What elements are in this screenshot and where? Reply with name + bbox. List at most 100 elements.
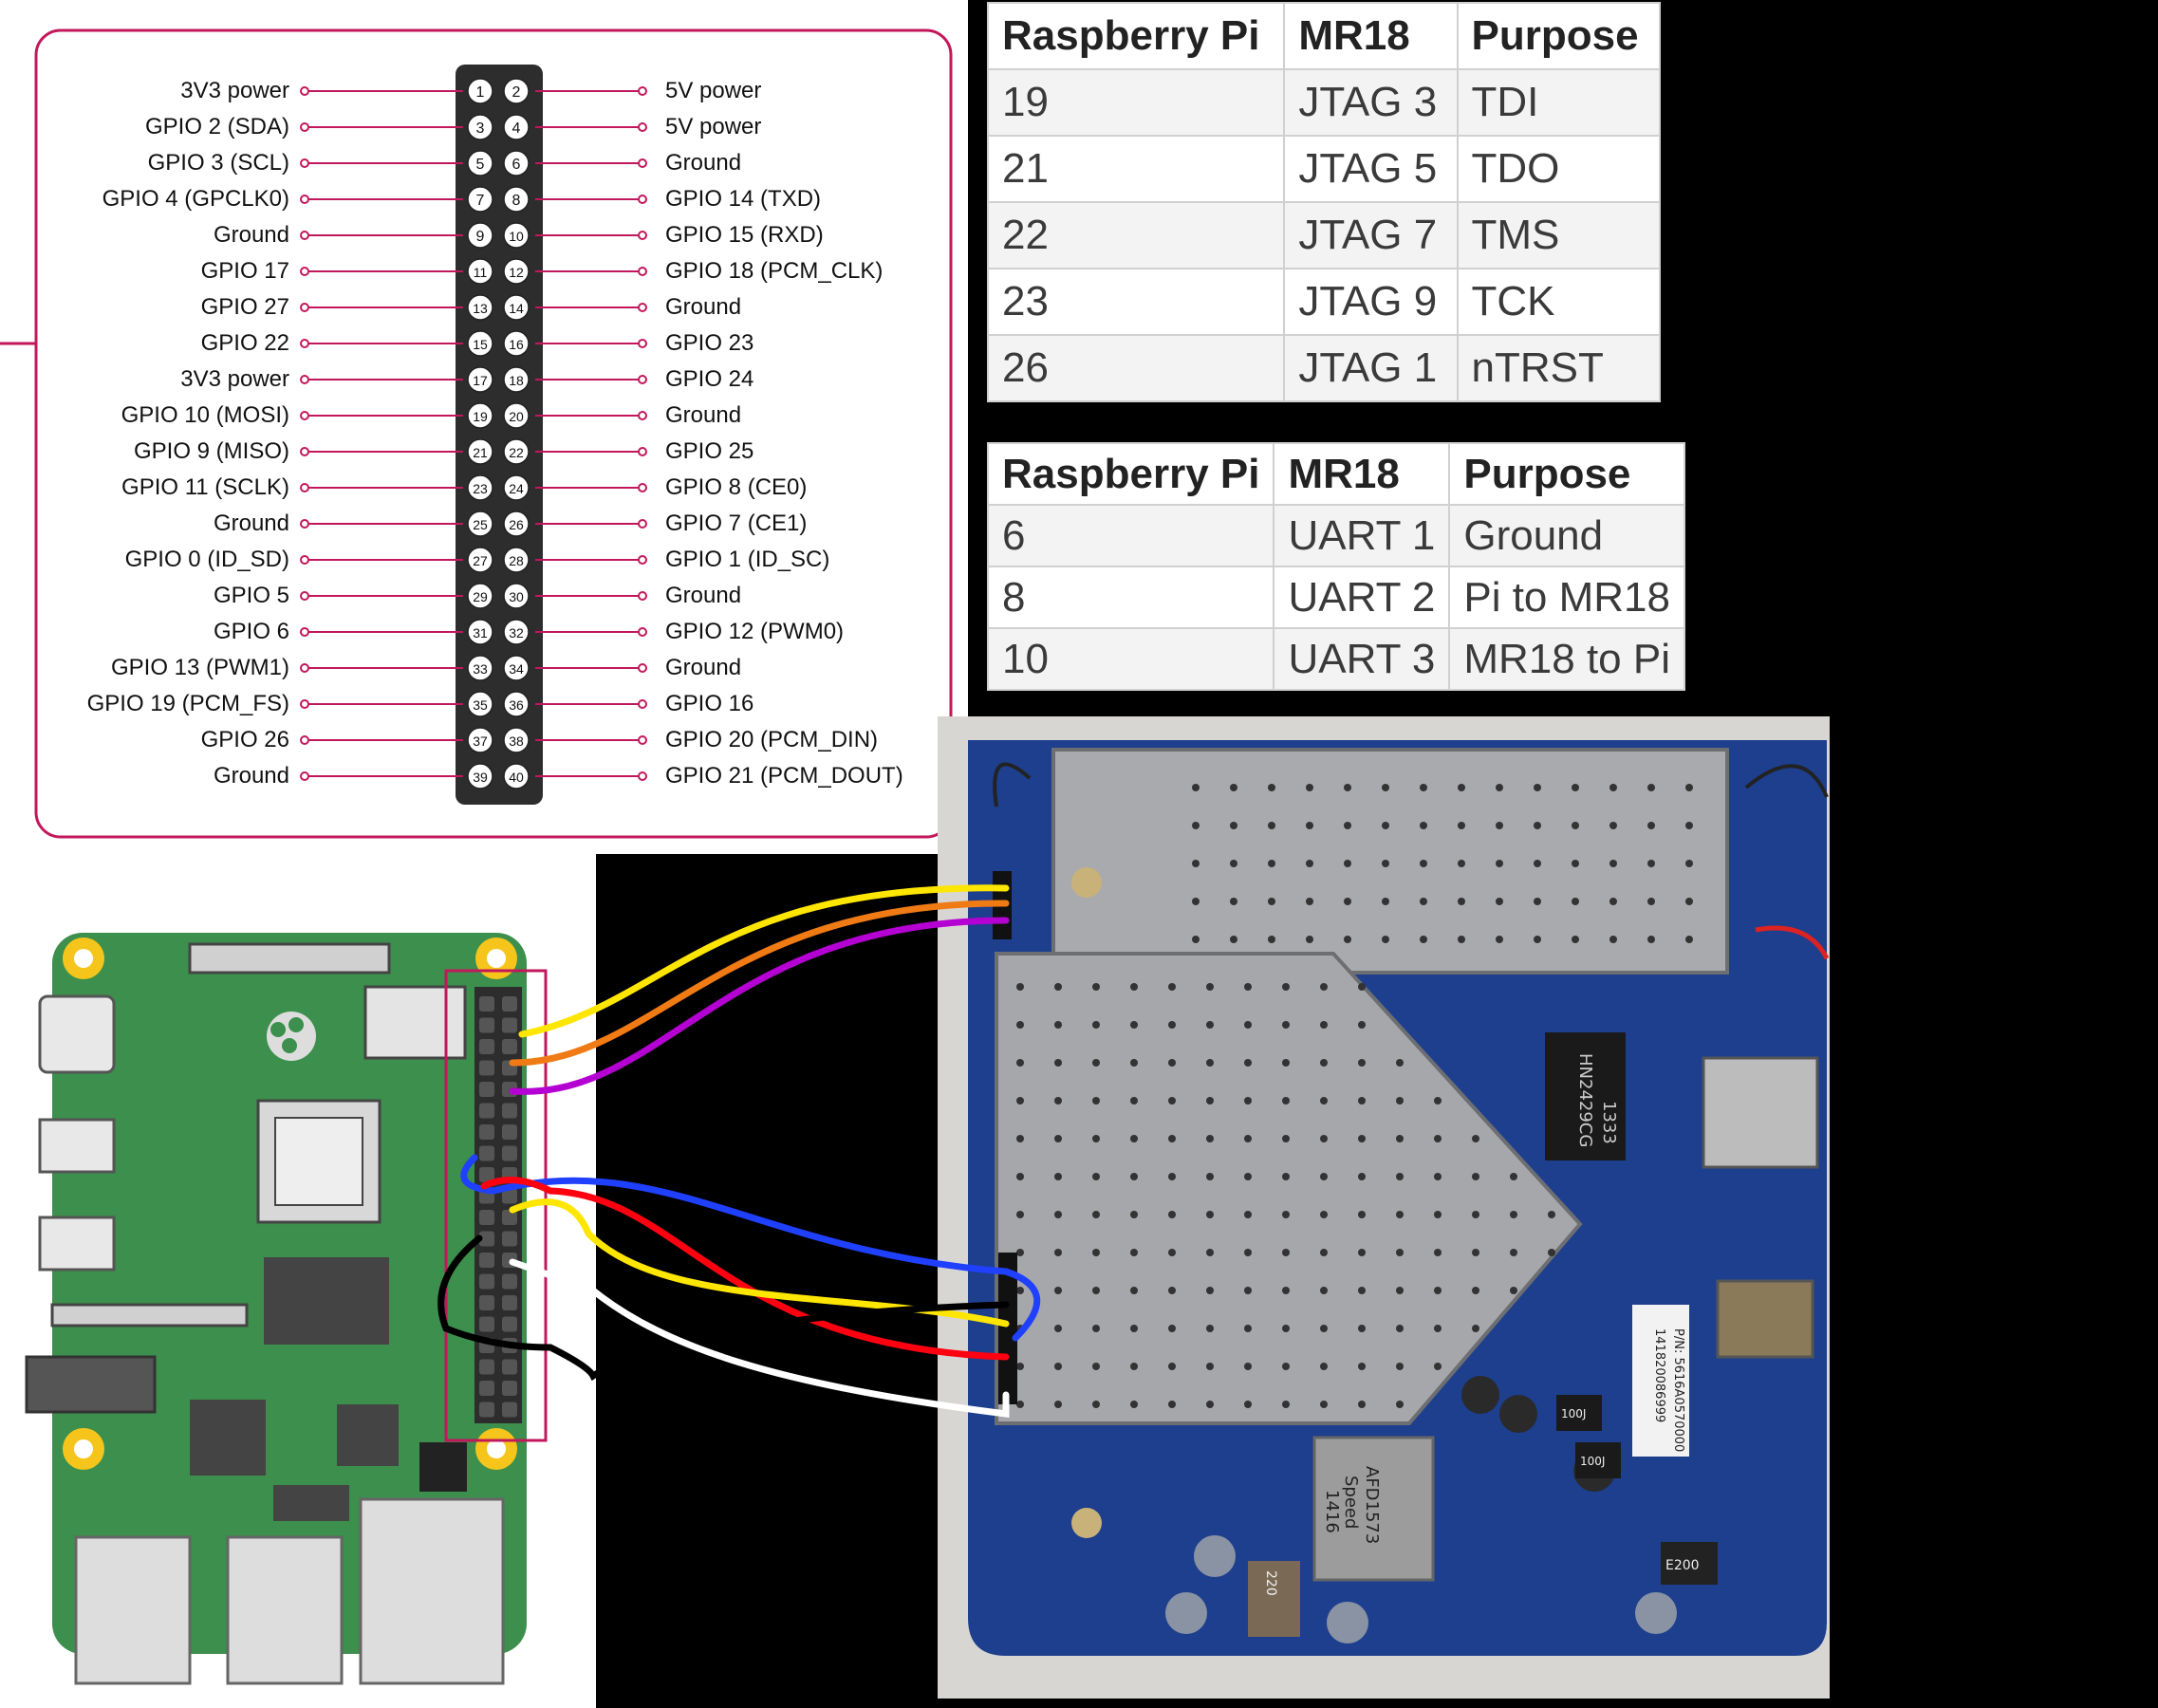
shield-hole xyxy=(1548,1211,1555,1218)
shield-hole xyxy=(1282,1325,1290,1332)
shield-hole xyxy=(1168,1287,1176,1294)
pin-dot xyxy=(638,627,647,637)
power-jack xyxy=(1716,1279,1814,1359)
table-cell: 6 xyxy=(986,504,1275,567)
wire-yellow-jtag xyxy=(509,1198,1010,1327)
pin-label-right: GPIO 14 (TXD) xyxy=(665,186,822,212)
shield-hole xyxy=(1192,936,1200,943)
header-pin xyxy=(479,1210,494,1225)
shield-hole xyxy=(1647,860,1655,867)
shield-hole xyxy=(1244,1401,1252,1408)
usb-port-2 xyxy=(226,1535,344,1685)
shield-hole xyxy=(1472,1173,1479,1180)
shield-hole xyxy=(1168,1173,1176,1180)
shield-hole xyxy=(1434,1249,1442,1256)
pin-circle xyxy=(467,619,493,645)
pin-number-left: 29 xyxy=(473,589,488,604)
table-cell: 26 xyxy=(986,334,1286,402)
shield-hole xyxy=(1396,1287,1404,1294)
wire-yellow-uart xyxy=(518,884,1010,1038)
shield-hole xyxy=(1206,983,1214,991)
shield-hole xyxy=(1130,1135,1138,1142)
column-header: Raspberry Pi xyxy=(986,2,1286,70)
mount-hole-icon xyxy=(74,1439,93,1458)
shield-hole xyxy=(1092,1211,1100,1218)
shield-hole xyxy=(1282,1097,1290,1105)
pin-dot xyxy=(300,411,309,420)
pin-circle xyxy=(467,78,493,104)
header-pin xyxy=(502,1359,517,1375)
pin-label-right: GPIO 12 (PWM0) xyxy=(665,619,845,644)
table-cell: UART 3 xyxy=(1273,627,1451,691)
column-header: Purpose xyxy=(1448,442,1685,506)
table-cell: 19 xyxy=(986,68,1286,137)
pin-circle xyxy=(467,691,493,717)
pin-label-right: GPIO 1 (ID_SC) xyxy=(665,547,830,572)
shield-hole xyxy=(1420,898,1427,905)
table-header-row: Raspberry Pi MR18 Purpose xyxy=(986,2,1662,70)
wire-purple-uart xyxy=(509,917,1010,1095)
pin-circle xyxy=(503,78,530,104)
header-pin xyxy=(502,1210,517,1225)
pin-dot xyxy=(300,519,309,529)
pin-number-right: 38 xyxy=(509,733,524,749)
pin-number-left: 15 xyxy=(473,337,488,352)
shield-hole xyxy=(1320,1401,1328,1408)
pin-dot xyxy=(300,303,309,312)
shield-hole xyxy=(1168,1401,1176,1408)
shield-hole xyxy=(1168,1249,1176,1256)
inductor-small xyxy=(1248,1561,1300,1637)
table-cell: 23 xyxy=(986,268,1286,336)
shield-hole xyxy=(1382,898,1389,905)
pin-circle xyxy=(467,402,493,429)
shield-hole xyxy=(1054,1059,1062,1067)
header-pin xyxy=(502,1145,517,1161)
shield-hole xyxy=(1282,1135,1290,1142)
chip-label-2: 1333 xyxy=(1599,1101,1619,1144)
shield-hole xyxy=(1016,1097,1024,1105)
pin-dot xyxy=(638,303,647,312)
shield-hole xyxy=(1016,1211,1024,1218)
pin-dot xyxy=(638,267,647,276)
audio-jack xyxy=(25,1355,157,1414)
shield-hole xyxy=(1092,1059,1100,1067)
column-header: MR18 xyxy=(1283,2,1459,70)
pin-label-left: GPIO 0 (ID_SD) xyxy=(124,547,289,572)
shield-hole xyxy=(1534,898,1541,905)
transformer-chip xyxy=(1545,1032,1626,1160)
column-header: Purpose xyxy=(1456,2,1662,70)
shield-hole xyxy=(1358,1325,1366,1332)
table-cell: JTAG 9 xyxy=(1283,268,1459,336)
shield-hole xyxy=(1206,1401,1214,1408)
pin-dot xyxy=(638,519,647,529)
shield-hole xyxy=(1320,1173,1328,1180)
wire-black-jtag xyxy=(437,1235,1010,1382)
shield-hole xyxy=(1434,1097,1442,1105)
shield-hole xyxy=(1206,1135,1214,1142)
shield-hole xyxy=(1320,1059,1328,1067)
ram-chip xyxy=(264,1257,389,1345)
shield-hole xyxy=(1016,1287,1024,1294)
pin-circle xyxy=(467,150,493,176)
shield-hole xyxy=(1230,822,1237,829)
pin-label-left: GPIO 6 xyxy=(213,619,289,644)
pin-number-right: 36 xyxy=(509,697,524,713)
shield-hole xyxy=(1130,1059,1138,1067)
smd-part xyxy=(1556,1395,1602,1431)
table-cell: UART 2 xyxy=(1273,566,1451,629)
mr18-board-photo: HN2429CG 1333 141820086999 P/N: 5616A057… xyxy=(938,716,1830,1699)
shield-hole xyxy=(1092,1135,1100,1142)
shield-hole xyxy=(1382,860,1389,867)
pin-number-left: 21 xyxy=(473,445,488,460)
shield-hole xyxy=(1244,1021,1252,1029)
pin-circle xyxy=(467,547,493,573)
pin-circle xyxy=(503,655,530,681)
pin-number-left: 11 xyxy=(474,265,488,280)
shield-hole xyxy=(1320,1021,1328,1029)
shield-hole xyxy=(1244,1211,1252,1218)
header-pin xyxy=(479,1039,494,1054)
